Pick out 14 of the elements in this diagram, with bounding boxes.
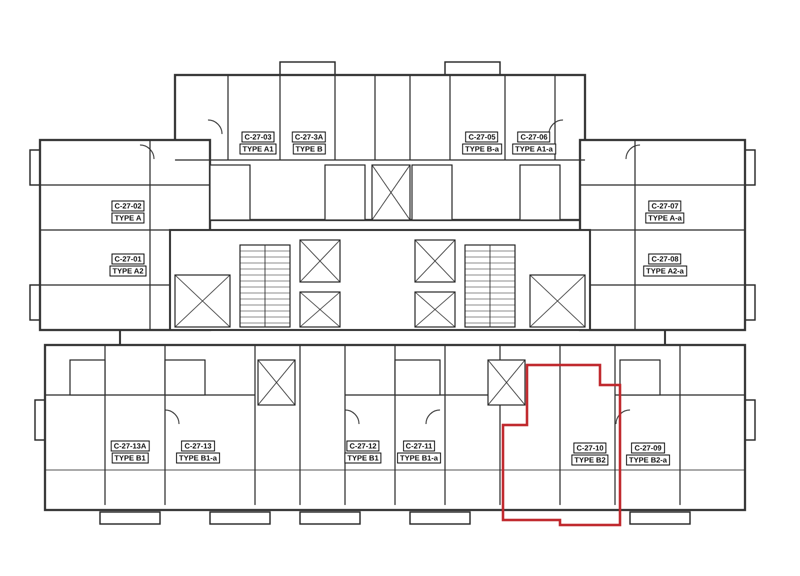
unit-tag bbox=[240, 132, 276, 154]
unit-tag bbox=[462, 132, 502, 154]
unit-tag bbox=[645, 200, 685, 224]
unit-tag bbox=[176, 440, 220, 464]
unit-tag bbox=[397, 440, 441, 464]
unit-tag bbox=[110, 440, 150, 464]
unit-tag bbox=[110, 254, 146, 276]
unit-tag bbox=[626, 442, 670, 466]
unit-tag bbox=[111, 200, 145, 224]
unit-tag bbox=[512, 132, 556, 154]
unit-tag bbox=[643, 254, 687, 276]
unit-tag bbox=[292, 132, 326, 154]
unit-tag bbox=[344, 440, 382, 464]
unit-tag bbox=[571, 442, 609, 466]
